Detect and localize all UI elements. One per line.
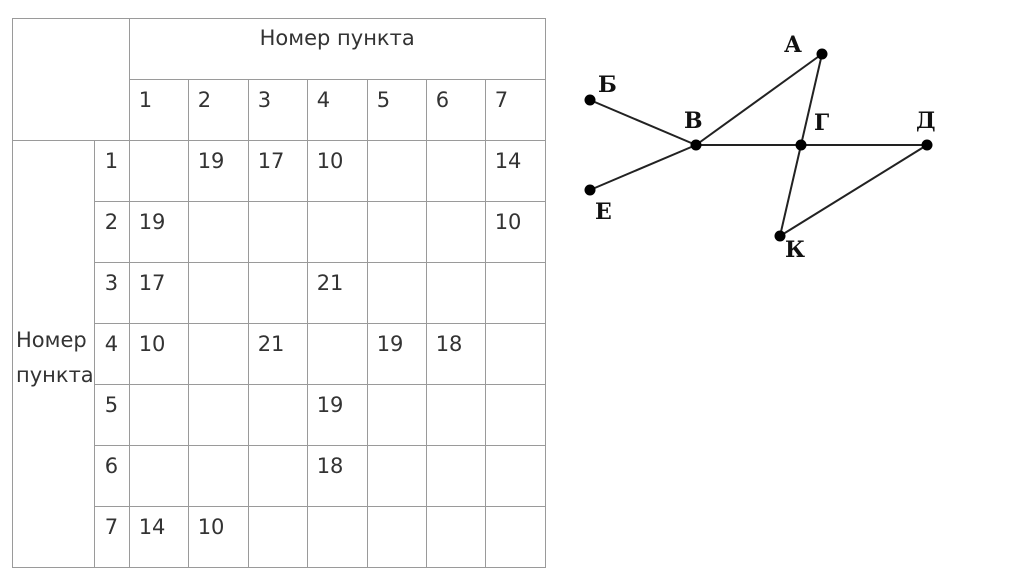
graph-node-label: Е <box>595 199 612 225</box>
graph-node <box>584 184 596 196</box>
distance-cell <box>484 262 546 324</box>
distance-cell <box>306 323 368 385</box>
distance-cell <box>128 445 189 507</box>
graph-node <box>584 94 596 106</box>
distance-cell: 21 <box>306 262 368 324</box>
distance-cell <box>366 506 427 568</box>
distance-cell <box>484 323 546 385</box>
distance-cell <box>187 384 249 446</box>
row-index: 4 <box>93 323 130 385</box>
distance-cell <box>425 201 486 263</box>
row-header-line1: Номер <box>16 328 87 352</box>
graph-node <box>921 139 933 151</box>
distance-cell <box>247 445 308 507</box>
column-index: 5 <box>366 79 427 141</box>
distance-cell <box>366 445 427 507</box>
distance-cell <box>425 445 486 507</box>
column-index: 4 <box>306 79 368 141</box>
row-header-line2: пункта <box>16 363 94 387</box>
distance-cell: 10 <box>187 506 249 568</box>
column-index: 2 <box>187 79 249 141</box>
distance-cell <box>128 140 189 202</box>
column-index: 3 <box>247 79 308 141</box>
distance-cell <box>306 506 368 568</box>
distance-cell: 17 <box>247 140 308 202</box>
distance-cell <box>247 262 308 324</box>
distance-cell <box>187 262 249 324</box>
distance-cell <box>366 201 427 263</box>
distance-cell <box>128 384 189 446</box>
distance-cell: 18 <box>425 323 486 385</box>
distance-cell <box>306 201 368 263</box>
graph-node-label: А <box>784 32 802 58</box>
column-index: 6 <box>425 79 486 141</box>
graph-edge <box>779 144 802 237</box>
road-graph: А Б В Г Д Е К <box>584 32 936 263</box>
graph-node-label: В <box>684 108 703 134</box>
graph-edge <box>695 53 823 146</box>
graph-edge <box>779 144 928 237</box>
graph-node-label: Г <box>814 110 829 136</box>
corner-cell <box>12 18 130 141</box>
table-row: 5 19 <box>13 384 546 446</box>
column-header-label: Номер пункта <box>128 18 546 80</box>
graph-node-label: Д <box>916 108 936 134</box>
distance-cell: 18 <box>306 445 368 507</box>
distance-cell: 21 <box>247 323 308 385</box>
distance-cell <box>187 445 249 507</box>
graph-node-label: Б <box>598 72 617 98</box>
distance-cell <box>425 262 486 324</box>
column-index: 7 <box>484 79 546 141</box>
row-index: 2 <box>93 201 130 263</box>
distance-cell <box>484 506 546 568</box>
row-index: 3 <box>93 262 130 324</box>
graph-node <box>690 139 702 151</box>
distance-cell: 17 <box>128 262 189 324</box>
distance-cell <box>484 445 546 507</box>
graph-node <box>816 48 828 60</box>
row-index: 5 <box>93 384 130 446</box>
distance-cell <box>366 140 427 202</box>
distance-cell: 19 <box>306 384 368 446</box>
distance-cell <box>484 384 546 446</box>
distance-cell <box>187 201 249 263</box>
distance-cell <box>247 384 308 446</box>
graph-edge <box>589 144 697 191</box>
distance-cell <box>425 384 486 446</box>
graph-edge <box>800 53 823 146</box>
distance-cell: 10 <box>128 323 189 385</box>
distance-cell <box>187 323 249 385</box>
distance-cell <box>247 506 308 568</box>
distance-cell: 19 <box>128 201 189 263</box>
row-index: 1 <box>93 140 130 202</box>
graph-node-label: К <box>785 237 805 263</box>
distance-cell: 19 <box>366 323 427 385</box>
distance-cell <box>366 262 427 324</box>
row-index: 7 <box>93 506 130 568</box>
distance-cell <box>425 140 486 202</box>
distance-cell: 10 <box>306 140 368 202</box>
graph-node <box>795 139 807 151</box>
column-index: 1 <box>128 79 189 141</box>
row-header-label: Номер пункта <box>12 140 95 568</box>
distance-cell: 19 <box>187 140 249 202</box>
distance-cell: 14 <box>484 140 546 202</box>
distance-cell <box>425 506 486 568</box>
graph-edge <box>589 99 697 146</box>
graph-node <box>774 230 786 242</box>
distance-cell <box>366 384 427 446</box>
distance-cell: 14 <box>128 506 189 568</box>
row-index: 6 <box>93 445 130 507</box>
distance-cell <box>247 201 308 263</box>
distance-cell: 10 <box>484 201 546 263</box>
